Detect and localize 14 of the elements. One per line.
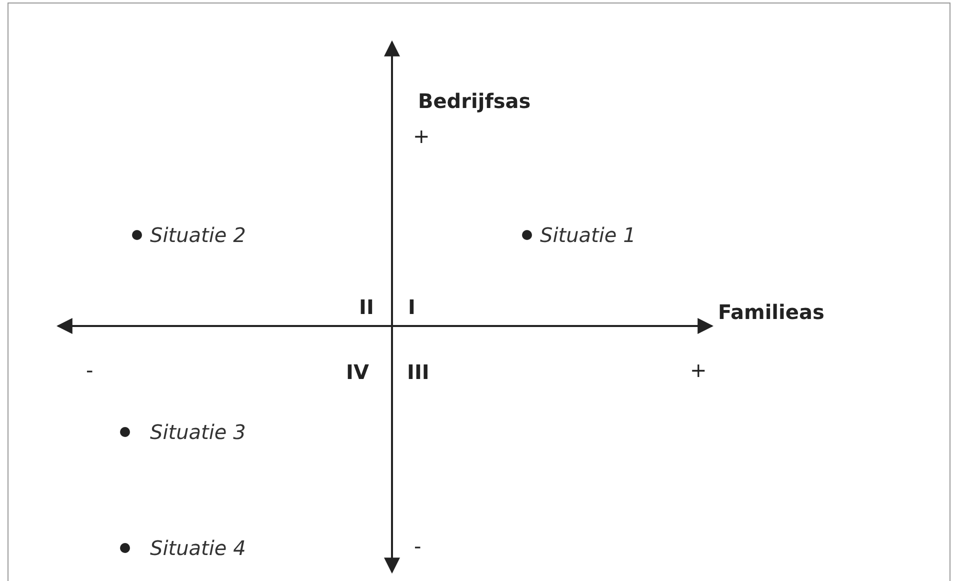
sign-label: + — [690, 360, 707, 380]
sign-label: - — [414, 536, 422, 556]
axis-label: Bedrijfsas — [418, 91, 531, 111]
situation-label: Situatie 3 — [150, 422, 246, 442]
sign-label: + — [413, 126, 430, 146]
situation-label: Situatie 4 — [150, 538, 246, 558]
sign-label: - — [86, 360, 94, 380]
quadrant-label: II — [359, 297, 374, 317]
situation-label: Situatie 2 — [150, 225, 246, 245]
axis-label: Familieas — [718, 302, 824, 322]
quadrant-label: III — [407, 362, 430, 382]
quadrant-label: IV — [346, 362, 369, 382]
situation-label: Situatie 1 — [540, 225, 636, 245]
quadrant-label: I — [408, 297, 416, 317]
